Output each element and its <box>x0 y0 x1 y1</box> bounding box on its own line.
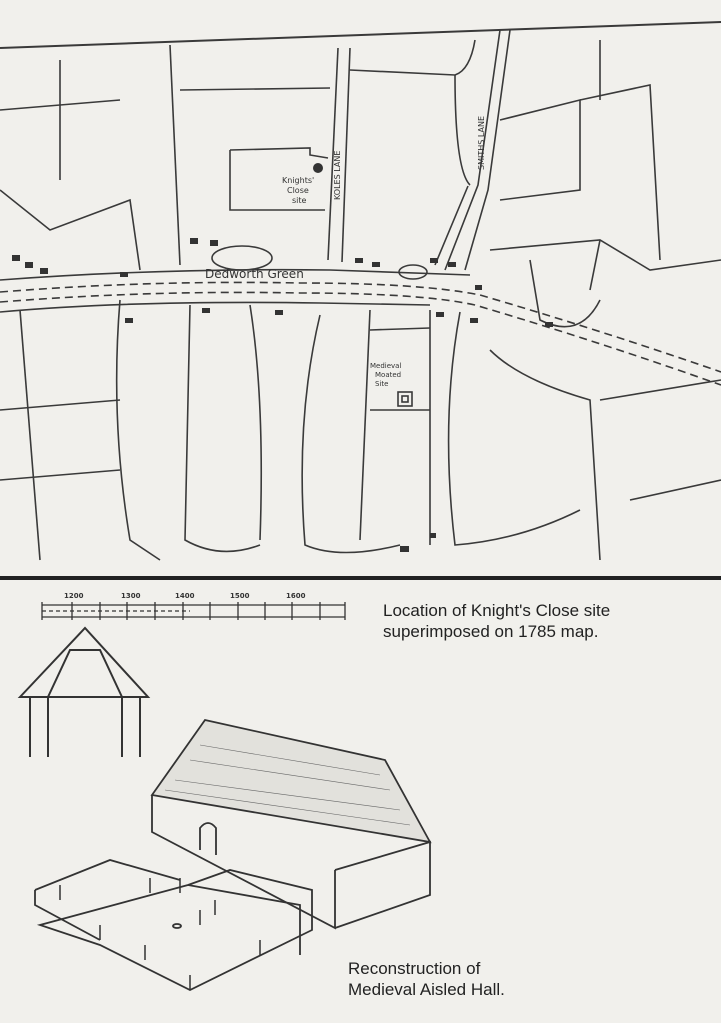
moated-site-label: Medieval Moated Site <box>370 362 404 388</box>
map-caption-line: Location of Knight's Close site <box>383 601 611 620</box>
tick-1200: 1200 <box>64 592 84 600</box>
hall-caption: Reconstruction of Medieval Aisled Hall. <box>348 958 505 1000</box>
tick-1500: 1500 <box>230 592 250 600</box>
hall-caption-line: Reconstruction of <box>348 959 481 978</box>
knights-close-label: Knights' Close site <box>282 176 317 205</box>
tick-1300: 1300 <box>121 592 141 600</box>
tick-1600: 1600 <box>286 592 306 600</box>
timeline-scale: 1200 1300 1400 1500 1600 <box>41 592 346 620</box>
hall-caption-line: Medieval Aisled Hall. <box>348 980 505 999</box>
dedworth-green-label: Dedworth Green <box>205 267 304 281</box>
tick-1400: 1400 <box>175 592 195 600</box>
map-caption: Location of Knight's Close site superimp… <box>383 600 610 642</box>
map-caption-line: superimposed on 1785 map. <box>383 622 599 641</box>
smiths-lane-label: SMITHS LANE <box>477 116 486 170</box>
map-1785: Knights' Close site KOLES LANE SMITHS LA… <box>0 21 721 580</box>
koles-lane-label: KOLES LANE <box>333 151 342 200</box>
